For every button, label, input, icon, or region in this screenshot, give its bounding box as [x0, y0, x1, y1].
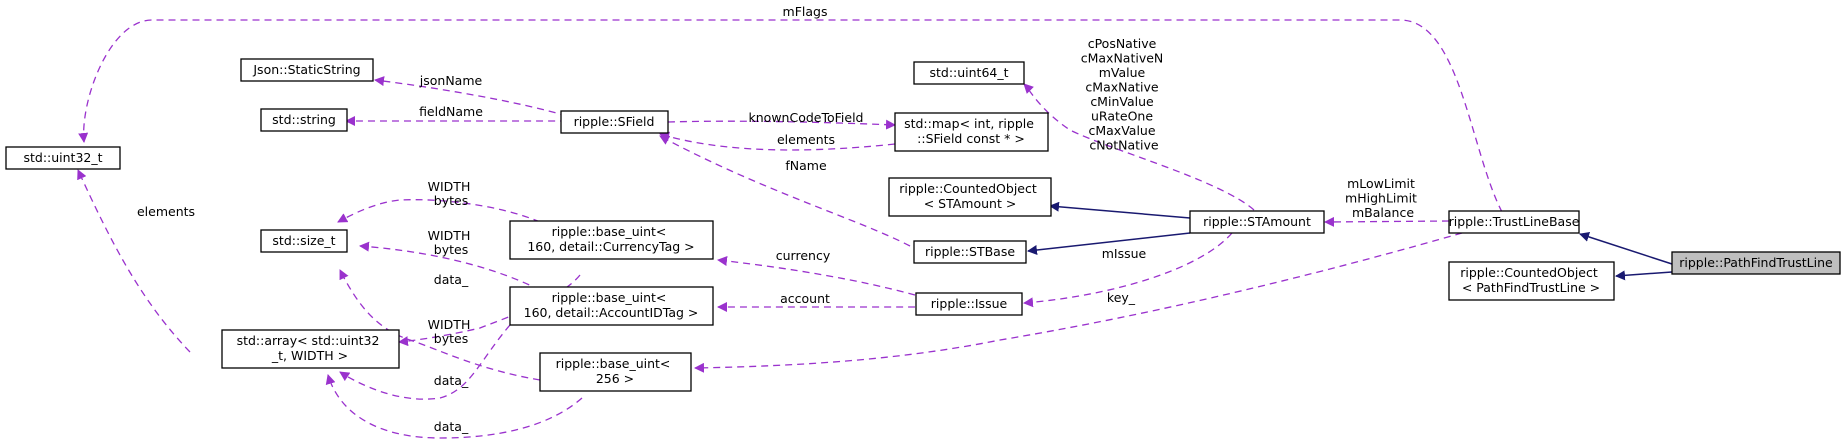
node-stbase[interactable]: ripple::STBase: [913, 240, 1027, 264]
edge-labels: mFlags jsonName fieldName knownCodeToFie…: [137, 4, 1421, 434]
svg-text:std::map< int, ripple: std::map< int, ripple ::SField const * >: [904, 116, 1038, 146]
edge-countedobject-to-pathfindtrustline: [1615, 270, 1673, 281]
node-std-map[interactable]: std::map< int, ripple ::SField const * >: [894, 112, 1049, 152]
node-json-staticstring[interactable]: Json::StaticString: [240, 58, 374, 82]
svg-text:ripple::base_uint< 16: ripple::base_uint< 160, detail::AccountI…: [524, 290, 699, 320]
node-size-t[interactable]: std::size_t: [260, 229, 348, 253]
edges: [77, 19, 1673, 439]
edge-label-mflags: mFlags: [783, 4, 828, 19]
node-trustlinebase[interactable]: ripple::TrustLineBase: [1448, 210, 1580, 234]
node-countedobject-stamount[interactable]: ripple::CountedObject < STAmount >: [888, 177, 1052, 217]
edge-label-trustline-amounts: mLowLimit mHighLimit mBalance: [1345, 176, 1421, 220]
edge-label-fname: fName: [785, 158, 827, 173]
edge-label-fieldname: fieldName: [419, 104, 483, 119]
edge-label-width-1: WIDTH bytes: [428, 179, 475, 208]
edge-label-key: key_: [1107, 290, 1136, 305]
node-uint64[interactable]: std::uint64_t: [913, 61, 1025, 85]
edge-width-1: [337, 199, 541, 223]
node-base-uint-currency[interactable]: ripple::base_uint< 160, detail::Currency…: [509, 220, 714, 260]
node-uint32[interactable]: std::uint32_t: [5, 146, 121, 170]
node-base-uint-account[interactable]: ripple::base_uint< 160, detail::AccountI…: [509, 286, 714, 326]
svg-text:std::uint32_t: std::uint32_t: [23, 150, 102, 165]
edge-data-3: [325, 374, 583, 439]
edge-label-data-3: data_: [434, 419, 469, 434]
edge-uint64-to-stamount: [1023, 83, 1255, 211]
edge-label-currency: currency: [776, 248, 831, 263]
node-pathfindtrustline[interactable]: ripple::PathFindTrustLine: [1671, 251, 1841, 275]
edge-sfield-to-map: [667, 119, 896, 130]
svg-text:ripple::STAmount: ripple::STAmount: [1203, 214, 1311, 229]
edge-elements-uint32: [77, 169, 191, 353]
svg-text:std::size_t: std::size_t: [272, 233, 335, 248]
edge-label-jsonname: jsonName: [419, 73, 483, 88]
node-issue[interactable]: ripple::Issue: [915, 292, 1023, 316]
node-countedobject-pathfindtrustline[interactable]: ripple::CountedObject < PathFindTrustLin…: [1448, 261, 1615, 301]
edge-label-elements-map: elements: [777, 132, 835, 147]
node-sfield[interactable]: ripple::SField: [560, 110, 669, 134]
edge-fname: [659, 135, 911, 247]
node-std-string[interactable]: std::string: [260, 108, 348, 132]
node-stamount[interactable]: ripple::STAmount: [1189, 210, 1325, 234]
edge-stbase-to-stamount: [1027, 232, 1191, 255]
edge-label-width-2: WIDTH bytes: [428, 228, 475, 257]
svg-text:ripple::SField: ripple::SField: [574, 114, 655, 129]
edge-trustlinebase-to-pathfindtrustline: [1579, 232, 1673, 265]
edge-label-width-3: WIDTH bytes: [428, 317, 475, 346]
svg-text:ripple::TrustLineBase: ripple::TrustLineBase: [1449, 214, 1580, 229]
edge-currency: [717, 256, 916, 296]
edge-data-1: [398, 274, 581, 347]
edge-label-data-2: data_: [434, 373, 469, 388]
edge-label-missue: mIssue: [1102, 246, 1147, 261]
svg-text:Json::StaticString: Json::StaticString: [252, 62, 360, 77]
edge-label-account: account: [780, 291, 830, 306]
edge-label-elements-array: elements: [137, 204, 195, 219]
svg-text:ripple::CountedObject: ripple::CountedObject < PathFindTrustLin…: [1460, 265, 1602, 295]
edge-label-knowncodetofield: knownCodeToField: [749, 110, 864, 125]
edge-data-2: [339, 324, 511, 400]
svg-text:ripple::CountedObject: ripple::CountedObject < STAmount >: [899, 181, 1041, 211]
edge-stamount-to-trustlinebase: [1324, 216, 1450, 227]
nodes: ripple::PathFindTrustLine ripple::TrustL…: [5, 58, 1841, 392]
edge-jsonname: [374, 76, 568, 117]
svg-text:ripple::base_uint< 16: ripple::base_uint< 160, detail::Currency…: [527, 224, 694, 254]
edge-key: [694, 232, 1463, 373]
node-base-uint-256[interactable]: ripple::base_uint< 256 >: [539, 352, 692, 392]
edge-width-2: [359, 241, 541, 291]
svg-text:ripple::STBase: ripple::STBase: [925, 244, 1015, 259]
edge-label-data-1: data_: [434, 272, 469, 287]
node-std-array[interactable]: std::array< std::uint32 _t, WIDTH >: [221, 329, 400, 369]
svg-text:ripple::Issue: ripple::Issue: [931, 296, 1008, 311]
edge-countedobject-to-stamount: [1049, 201, 1191, 219]
edge-issue-to-stamount: [1023, 232, 1233, 308]
svg-text:std::string: std::string: [272, 112, 336, 127]
svg-text:std::uint64_t: std::uint64_t: [929, 65, 1008, 80]
svg-text:std::array< std::uint32: std::array< std::uint32 _t, WIDTH >: [237, 333, 384, 363]
edge-width-3: [339, 269, 541, 381]
svg-text:ripple::base_uint< 25: ripple::base_uint< 256 >: [556, 356, 675, 386]
edge-label-stamount-fields: cPosNative cMaxNativeN mValue cMaxNative…: [1081, 36, 1168, 153]
svg-text:ripple::PathFindTrustLine: ripple::PathFindTrustLine: [1679, 255, 1833, 270]
